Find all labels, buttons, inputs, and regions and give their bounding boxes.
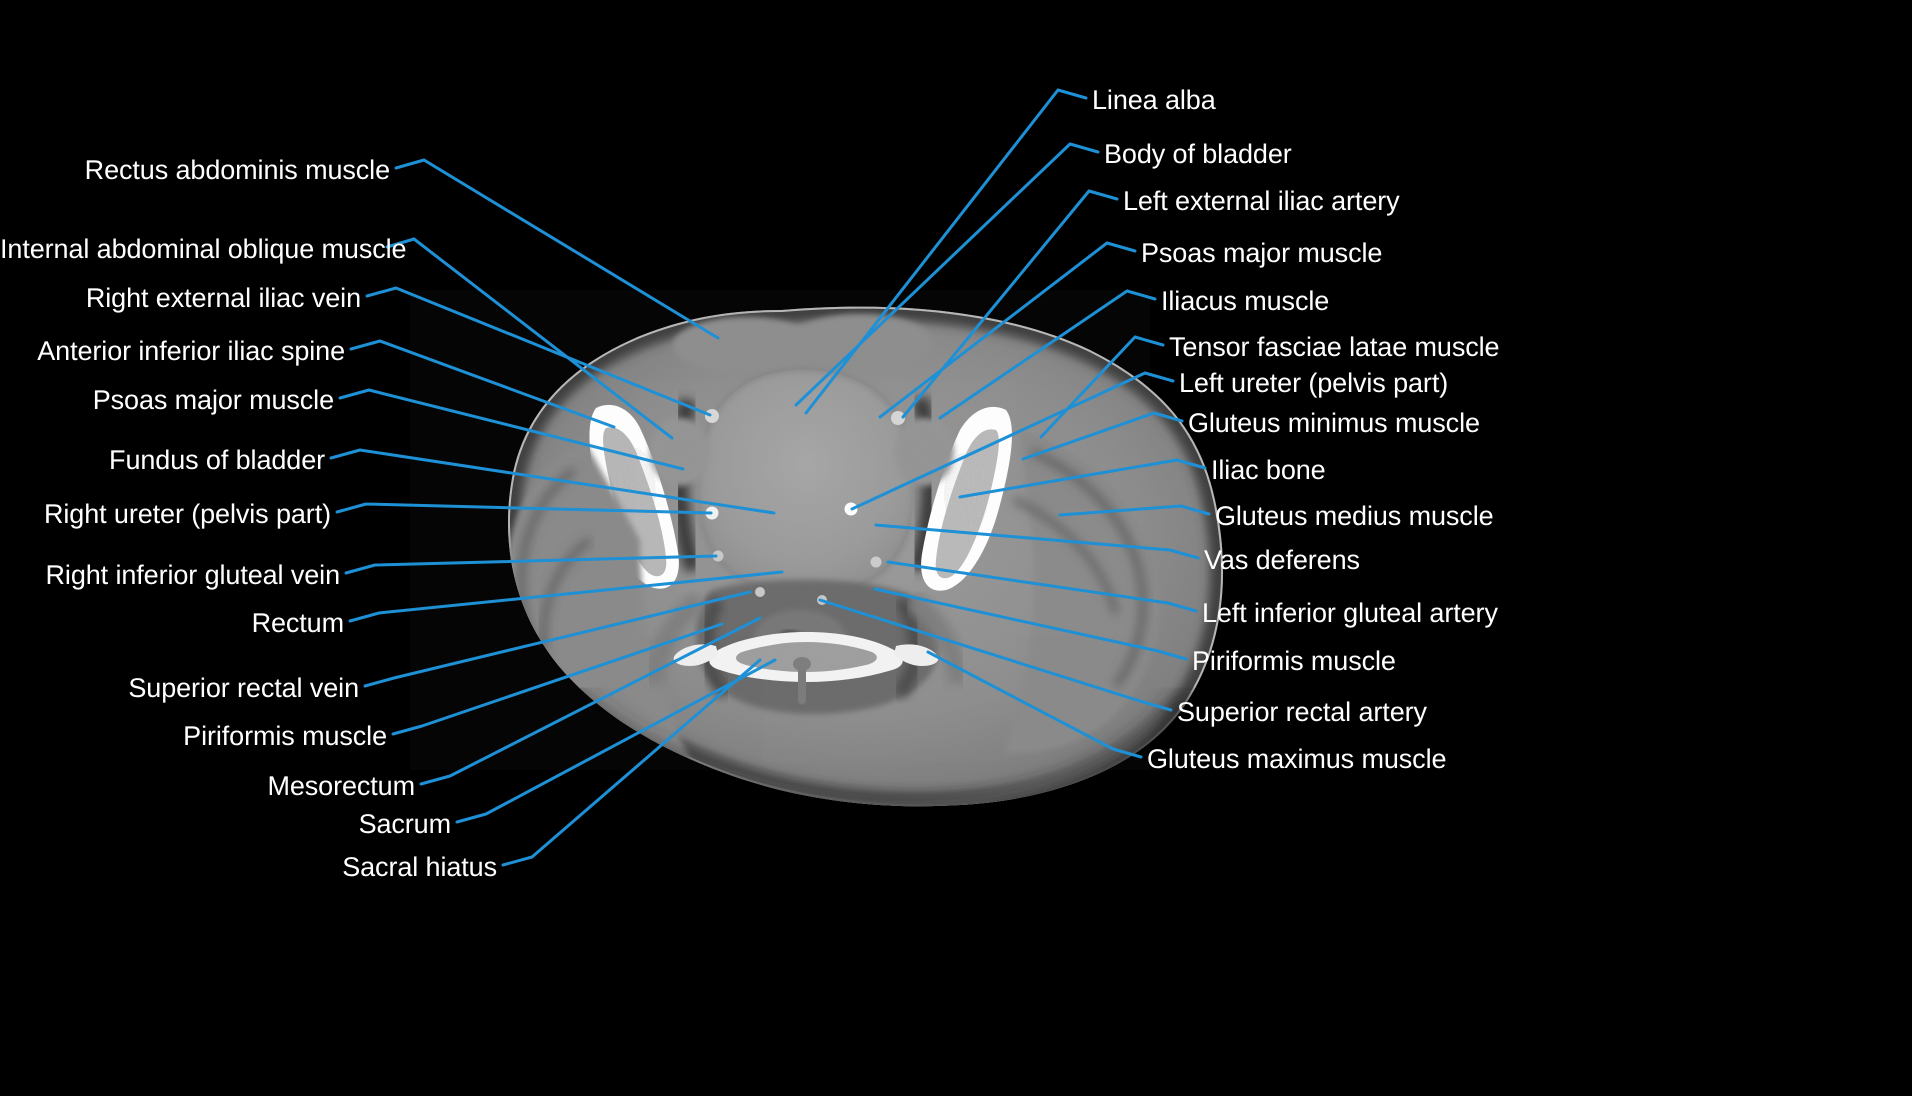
label-superior-rectal-artery[interactable]: Superior rectal artery bbox=[1177, 697, 1427, 727]
label-left-ureter-pelvis-part[interactable]: Left ureter (pelvis part) bbox=[1179, 368, 1449, 398]
label-piriformis-muscle-right[interactable]: Piriformis muscle bbox=[183, 721, 387, 751]
label-right-external-iliac-vein[interactable]: Right external iliac vein bbox=[85, 283, 361, 313]
label-body-of-bladder[interactable]: Body of bladder bbox=[1104, 139, 1292, 169]
label-piriformis-muscle-left[interactable]: Piriformis muscle bbox=[1192, 646, 1396, 676]
label-right-inferior-gluteal-vein[interactable]: Right inferior gluteal vein bbox=[45, 560, 341, 590]
label-internal-abdominal-oblique[interactable]: Internal abdominal oblique muscle bbox=[0, 234, 407, 264]
label-iliac-bone[interactable]: Iliac bone bbox=[1211, 455, 1326, 485]
label-sacrum[interactable]: Sacrum bbox=[358, 809, 452, 839]
label-sacral-hiatus[interactable]: Sacral hiatus bbox=[342, 852, 497, 882]
label-tensor-fasciae-latae-muscle[interactable]: Tensor fasciae latae muscle bbox=[1169, 332, 1500, 362]
label-linea-alba[interactable]: Linea alba bbox=[1092, 85, 1216, 115]
label-right-ureter-pelvis-part[interactable]: Right ureter (pelvis part) bbox=[43, 499, 331, 529]
label-vas-deferens[interactable]: Vas deferens bbox=[1204, 545, 1360, 575]
label-psoas-major-muscle-left[interactable]: Psoas major muscle bbox=[1141, 238, 1383, 268]
label-gluteus-medius-muscle[interactable]: Gluteus medius muscle bbox=[1215, 501, 1494, 531]
label-iliacus-muscle[interactable]: Iliacus muscle bbox=[1161, 286, 1330, 316]
label-gluteus-minimus-muscle[interactable]: Gluteus minimus muscle bbox=[1188, 408, 1480, 438]
label-psoas-major-muscle-right[interactable]: Psoas major muscle bbox=[92, 385, 334, 415]
label-superior-rectal-vein[interactable]: Superior rectal vein bbox=[128, 673, 359, 703]
label-left-external-iliac-artery[interactable]: Left external iliac artery bbox=[1123, 186, 1400, 216]
label-rectus-abdominis-muscle[interactable]: Rectus abdominis muscle bbox=[84, 155, 390, 185]
label-rectum[interactable]: Rectum bbox=[251, 608, 345, 638]
label-left-inferior-gluteal-artery[interactable]: Left inferior gluteal artery bbox=[1202, 598, 1498, 628]
label-mesorectum[interactable]: Mesorectum bbox=[267, 771, 415, 801]
label-gluteus-maximus-muscle[interactable]: Gluteus maximus muscle bbox=[1147, 744, 1447, 774]
label-anterior-inferior-iliac-spine[interactable]: Anterior inferior iliac spine bbox=[37, 336, 345, 366]
label-fundus-of-bladder[interactable]: Fundus of bladder bbox=[109, 445, 325, 475]
